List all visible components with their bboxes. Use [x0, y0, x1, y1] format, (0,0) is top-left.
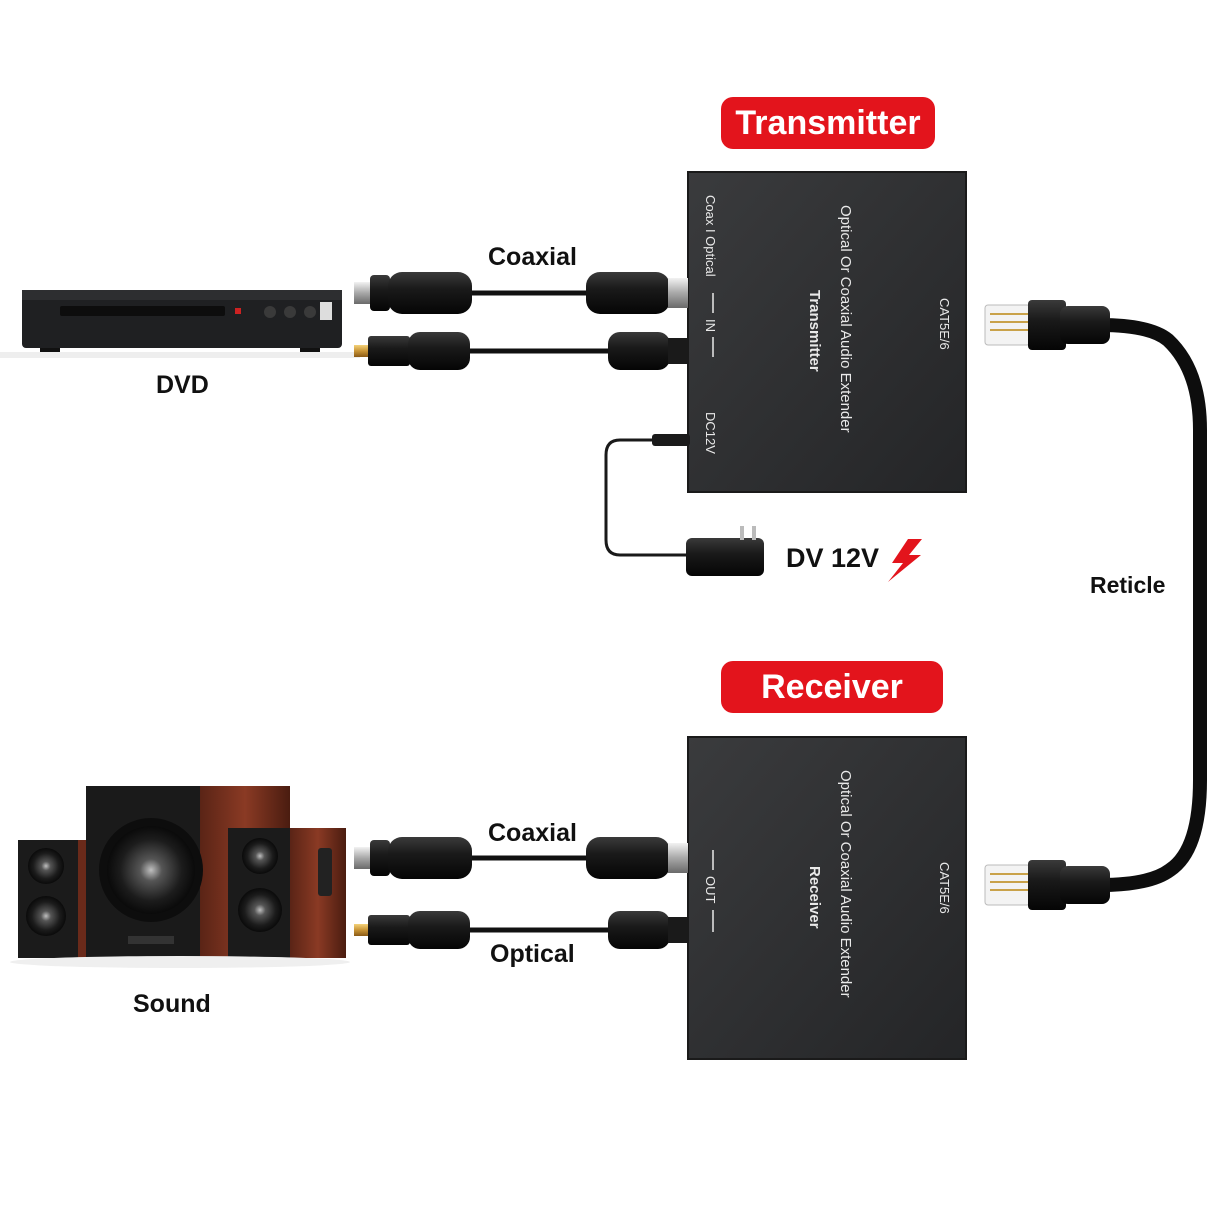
transmitter-box: Coax I Optical IN DC12V Transmitter Opti…	[687, 171, 967, 493]
top-coaxial-cable	[354, 272, 688, 314]
rx-unit-name: Receiver	[806, 866, 823, 929]
transmitter-badge: Transmitter	[721, 97, 935, 149]
rx-port-out-label: OUT	[703, 876, 718, 904]
sound-label: Sound	[133, 990, 211, 1018]
cable-label: Reticle	[1090, 572, 1166, 598]
ethernet-cable	[984, 300, 1207, 910]
tx-port-switch-label: Coax I Optical	[703, 195, 718, 277]
dvd-player	[0, 290, 360, 358]
bottom-optical-cable	[354, 911, 688, 949]
bottom-coaxial-cable	[354, 837, 688, 879]
coaxial-bottom-label: Coaxial	[488, 819, 577, 847]
tx-port-cat-label: CAT5E/6	[937, 298, 952, 350]
optical-bottom-label: Optical	[490, 940, 575, 968]
rx-port-cat-label: CAT5E/6	[937, 862, 952, 914]
receiver-badge: Receiver	[721, 661, 943, 713]
coaxial-top-label: Coaxial	[488, 243, 577, 271]
receiver-box: OUT Receiver Optical Or Coaxial Audio Ex…	[687, 736, 967, 1060]
power-label: DV 12V	[786, 543, 880, 573]
sound-speakers	[10, 786, 350, 968]
top-optical-cable	[354, 332, 688, 370]
power-adapter	[604, 434, 764, 576]
rx-product-name: Optical Or Coaxial Audio Extender	[837, 770, 854, 998]
tx-product-name: Optical Or Coaxial Audio Extender	[837, 205, 854, 433]
lightning-icon	[888, 539, 922, 582]
dvd-label: DVD	[156, 371, 209, 399]
tx-port-dc-label: DC12V	[703, 412, 718, 454]
tx-port-in-label: IN	[703, 319, 718, 332]
tx-unit-name: Transmitter	[806, 290, 823, 372]
